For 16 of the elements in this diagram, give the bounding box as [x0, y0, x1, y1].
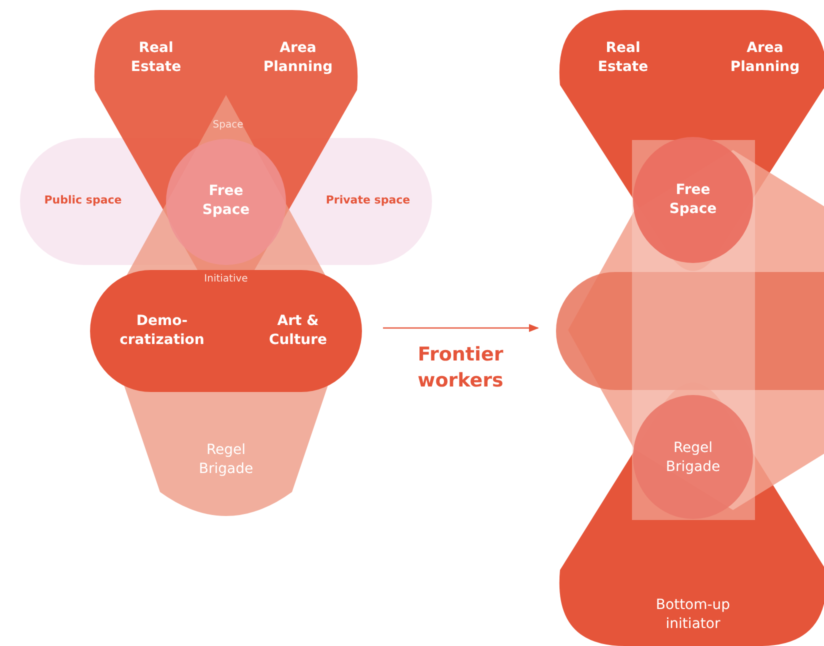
region-label: Initiative [204, 272, 248, 286]
node-label: Bottom-up initiator [654, 596, 732, 634]
node-label: Free Space [668, 181, 718, 219]
node-label: Area Planning [729, 39, 801, 77]
node-label: Demo-cratization [120, 312, 204, 350]
node-label: Art & Culture [268, 312, 328, 350]
arrow [383, 324, 539, 332]
node-label: Public space [43, 194, 123, 208]
node-label: Area Planning [262, 39, 334, 77]
node-label: Regel Brigade [198, 441, 254, 479]
node-label: Private space [324, 194, 412, 208]
node-label: Real Estate [130, 39, 182, 77]
node-label: Free Space [201, 182, 251, 220]
region-label: Space [212, 118, 244, 132]
node-label: Real Estate [596, 39, 650, 77]
node-label: Regel Brigade [664, 439, 722, 477]
